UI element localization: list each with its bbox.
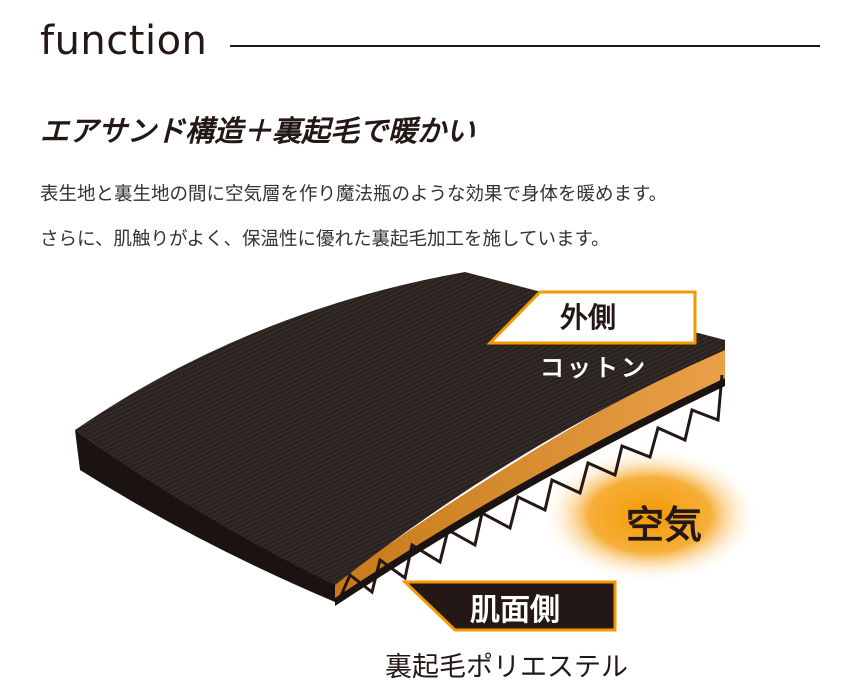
skin-side-label: 肌面側 xyxy=(470,593,560,628)
inner-material-label: 裏起毛ポリエステル xyxy=(385,652,628,683)
zigzag-yarn xyxy=(338,374,724,599)
section-title: function xyxy=(40,18,208,64)
fabric-side xyxy=(75,430,335,602)
title-divider xyxy=(230,45,820,47)
inner-label-box xyxy=(401,580,617,632)
description-line: 表生地と裏生地の間に空気層を作り魔法瓶のような効果で身体を暖めます。 xyxy=(40,184,668,205)
air-glow xyxy=(540,447,760,583)
outer-material-label: コットン xyxy=(540,354,648,382)
air-label: 空気 xyxy=(626,503,703,547)
outer-label-box xyxy=(486,290,697,345)
outer-side-label: 外側 xyxy=(560,301,617,334)
outer-fabric-surface xyxy=(75,272,725,585)
feature-heading: エアサンド構造＋裏起毛で暖かい xyxy=(40,114,476,148)
inner-layer xyxy=(335,378,725,606)
description-line: さらに、肌触りがよく、保温性に優れた裏起毛加工を施しています。 xyxy=(40,229,610,250)
